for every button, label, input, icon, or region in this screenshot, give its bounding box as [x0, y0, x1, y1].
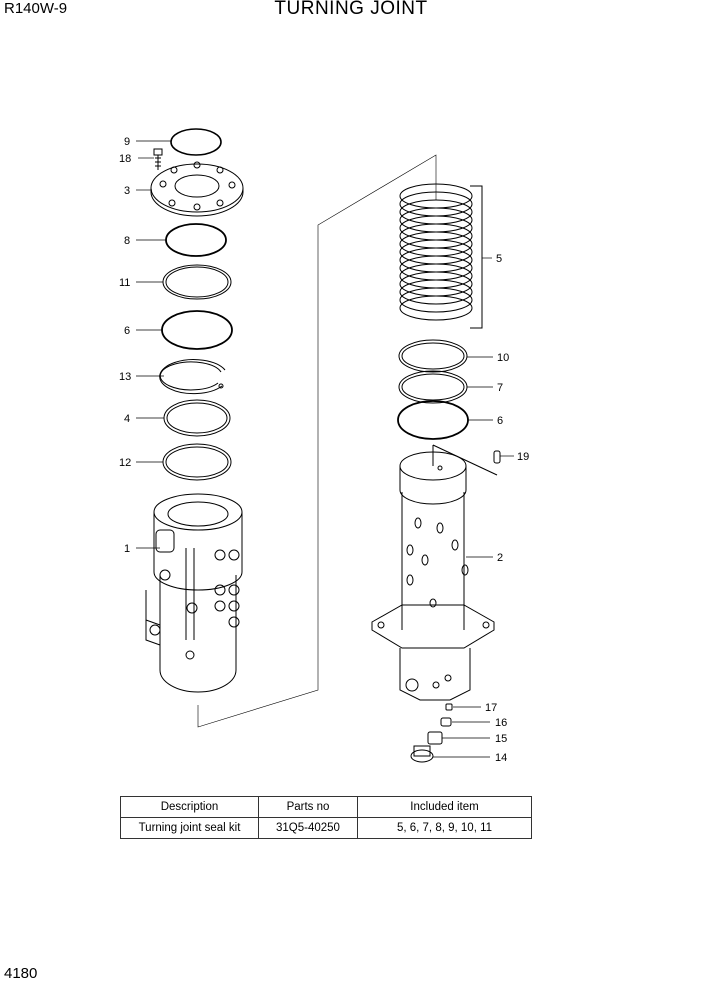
callout-8: 8 [124, 235, 130, 247]
table-header-row: Description Parts no Included item [120, 796, 532, 818]
part-2-spindle [371, 444, 498, 701]
cell-description: Turning joint seal kit [120, 817, 259, 839]
part-10-ring [398, 339, 468, 373]
part-1-housing [145, 493, 243, 693]
col-parts-no: Parts no [258, 796, 358, 818]
callout-7: 7 [497, 382, 503, 394]
part-17-plug [445, 703, 453, 711]
col-included-item: Included item [357, 796, 532, 818]
part-18-bolt [153, 148, 163, 170]
callout-9: 9 [124, 136, 130, 148]
callout-4: 4 [124, 413, 130, 425]
part-8-oring [165, 223, 227, 257]
page-number: 4180 [4, 965, 38, 982]
part-13-snap-ring [159, 359, 226, 395]
callout-17: 17 [485, 702, 497, 714]
callout-10: 10 [497, 352, 509, 364]
part-16-plug [440, 717, 452, 727]
callout-1: 1 [124, 543, 130, 555]
model-label: R140W-9 [4, 0, 68, 17]
callout-6-right: 6 [497, 415, 503, 427]
cell-included-item: 5, 6, 7, 8, 9, 10, 11 [357, 817, 532, 839]
callout-13: 13 [119, 371, 131, 383]
assembly-line [197, 154, 437, 728]
callout-19: 19 [517, 451, 529, 463]
callout-2: 2 [497, 552, 503, 564]
part-4-ring [163, 399, 231, 437]
part-14-plug [410, 745, 434, 763]
callout-14: 14 [495, 752, 507, 764]
part-7-ring [398, 370, 468, 404]
part-19-pin [493, 450, 501, 464]
page-title: TURNING JOINT [274, 0, 428, 19]
callout-5: 5 [496, 253, 502, 265]
callout-12: 12 [119, 457, 131, 469]
col-description: Description [120, 796, 259, 818]
part-15-plug [427, 731, 443, 745]
seal-kit-table: Description Parts no Included item Turni… [120, 796, 532, 839]
table-row: Turning joint seal kit 31Q5-40250 5, 6, … [120, 817, 532, 839]
part-9-oring [170, 128, 222, 156]
part-5-seal-stack [399, 183, 483, 329]
callout-3: 3 [124, 185, 130, 197]
part-3-flange [150, 161, 244, 217]
callout-16: 16 [495, 717, 507, 729]
part-6-oring-right [397, 400, 469, 440]
part-11-ring [162, 264, 232, 300]
callout-11: 11 [119, 277, 130, 289]
callout-6-left: 6 [124, 325, 130, 337]
cell-parts-no: 31Q5-40250 [258, 817, 358, 839]
callout-15: 15 [495, 733, 507, 745]
part-12-ring [162, 443, 232, 481]
callout-18: 18 [119, 153, 131, 165]
part-6-oring-left [161, 310, 233, 350]
